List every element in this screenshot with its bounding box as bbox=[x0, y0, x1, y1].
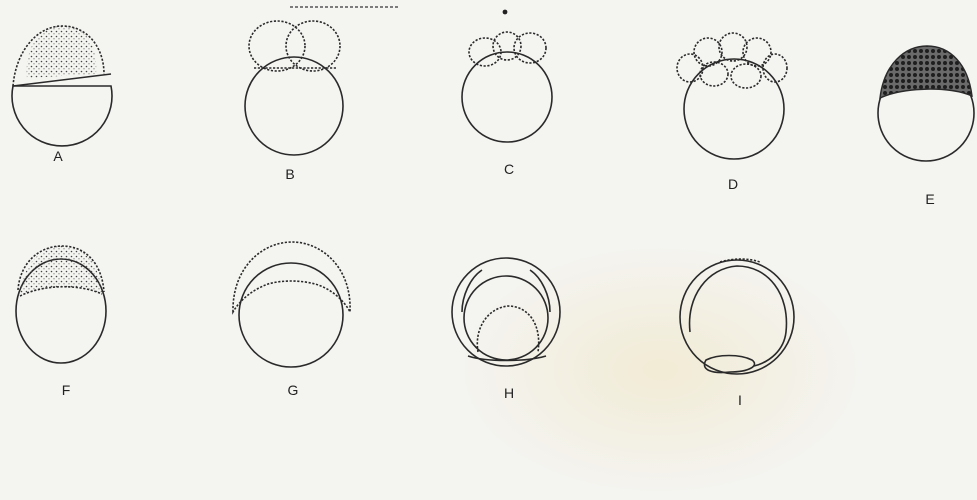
stage-b-drawing bbox=[245, 21, 343, 155]
stage-h-drawing bbox=[452, 258, 560, 366]
stage-e-label: E bbox=[925, 192, 934, 206]
stage-i-label: I bbox=[738, 393, 742, 407]
stage-f-label: F bbox=[62, 383, 71, 397]
stage-g-drawing bbox=[233, 242, 350, 367]
stage-c-label: C bbox=[504, 162, 514, 176]
stage-drawings bbox=[0, 0, 977, 409]
stage-a-drawing bbox=[12, 26, 112, 146]
stage-a-label: A bbox=[53, 149, 62, 163]
stage-c-drawing bbox=[462, 32, 552, 142]
stage-b-label: B bbox=[285, 167, 294, 181]
stage-d-drawing bbox=[677, 33, 787, 159]
stage-e-drawing bbox=[878, 46, 974, 161]
stage-h-label: H bbox=[504, 386, 514, 400]
stage-g-label: G bbox=[288, 383, 299, 397]
stage-i-drawing bbox=[680, 259, 794, 374]
embryo-development-figure: A B C D E F G H I bbox=[0, 0, 977, 409]
stage-f-drawing bbox=[16, 246, 106, 363]
stage-d-label: D bbox=[728, 177, 738, 191]
